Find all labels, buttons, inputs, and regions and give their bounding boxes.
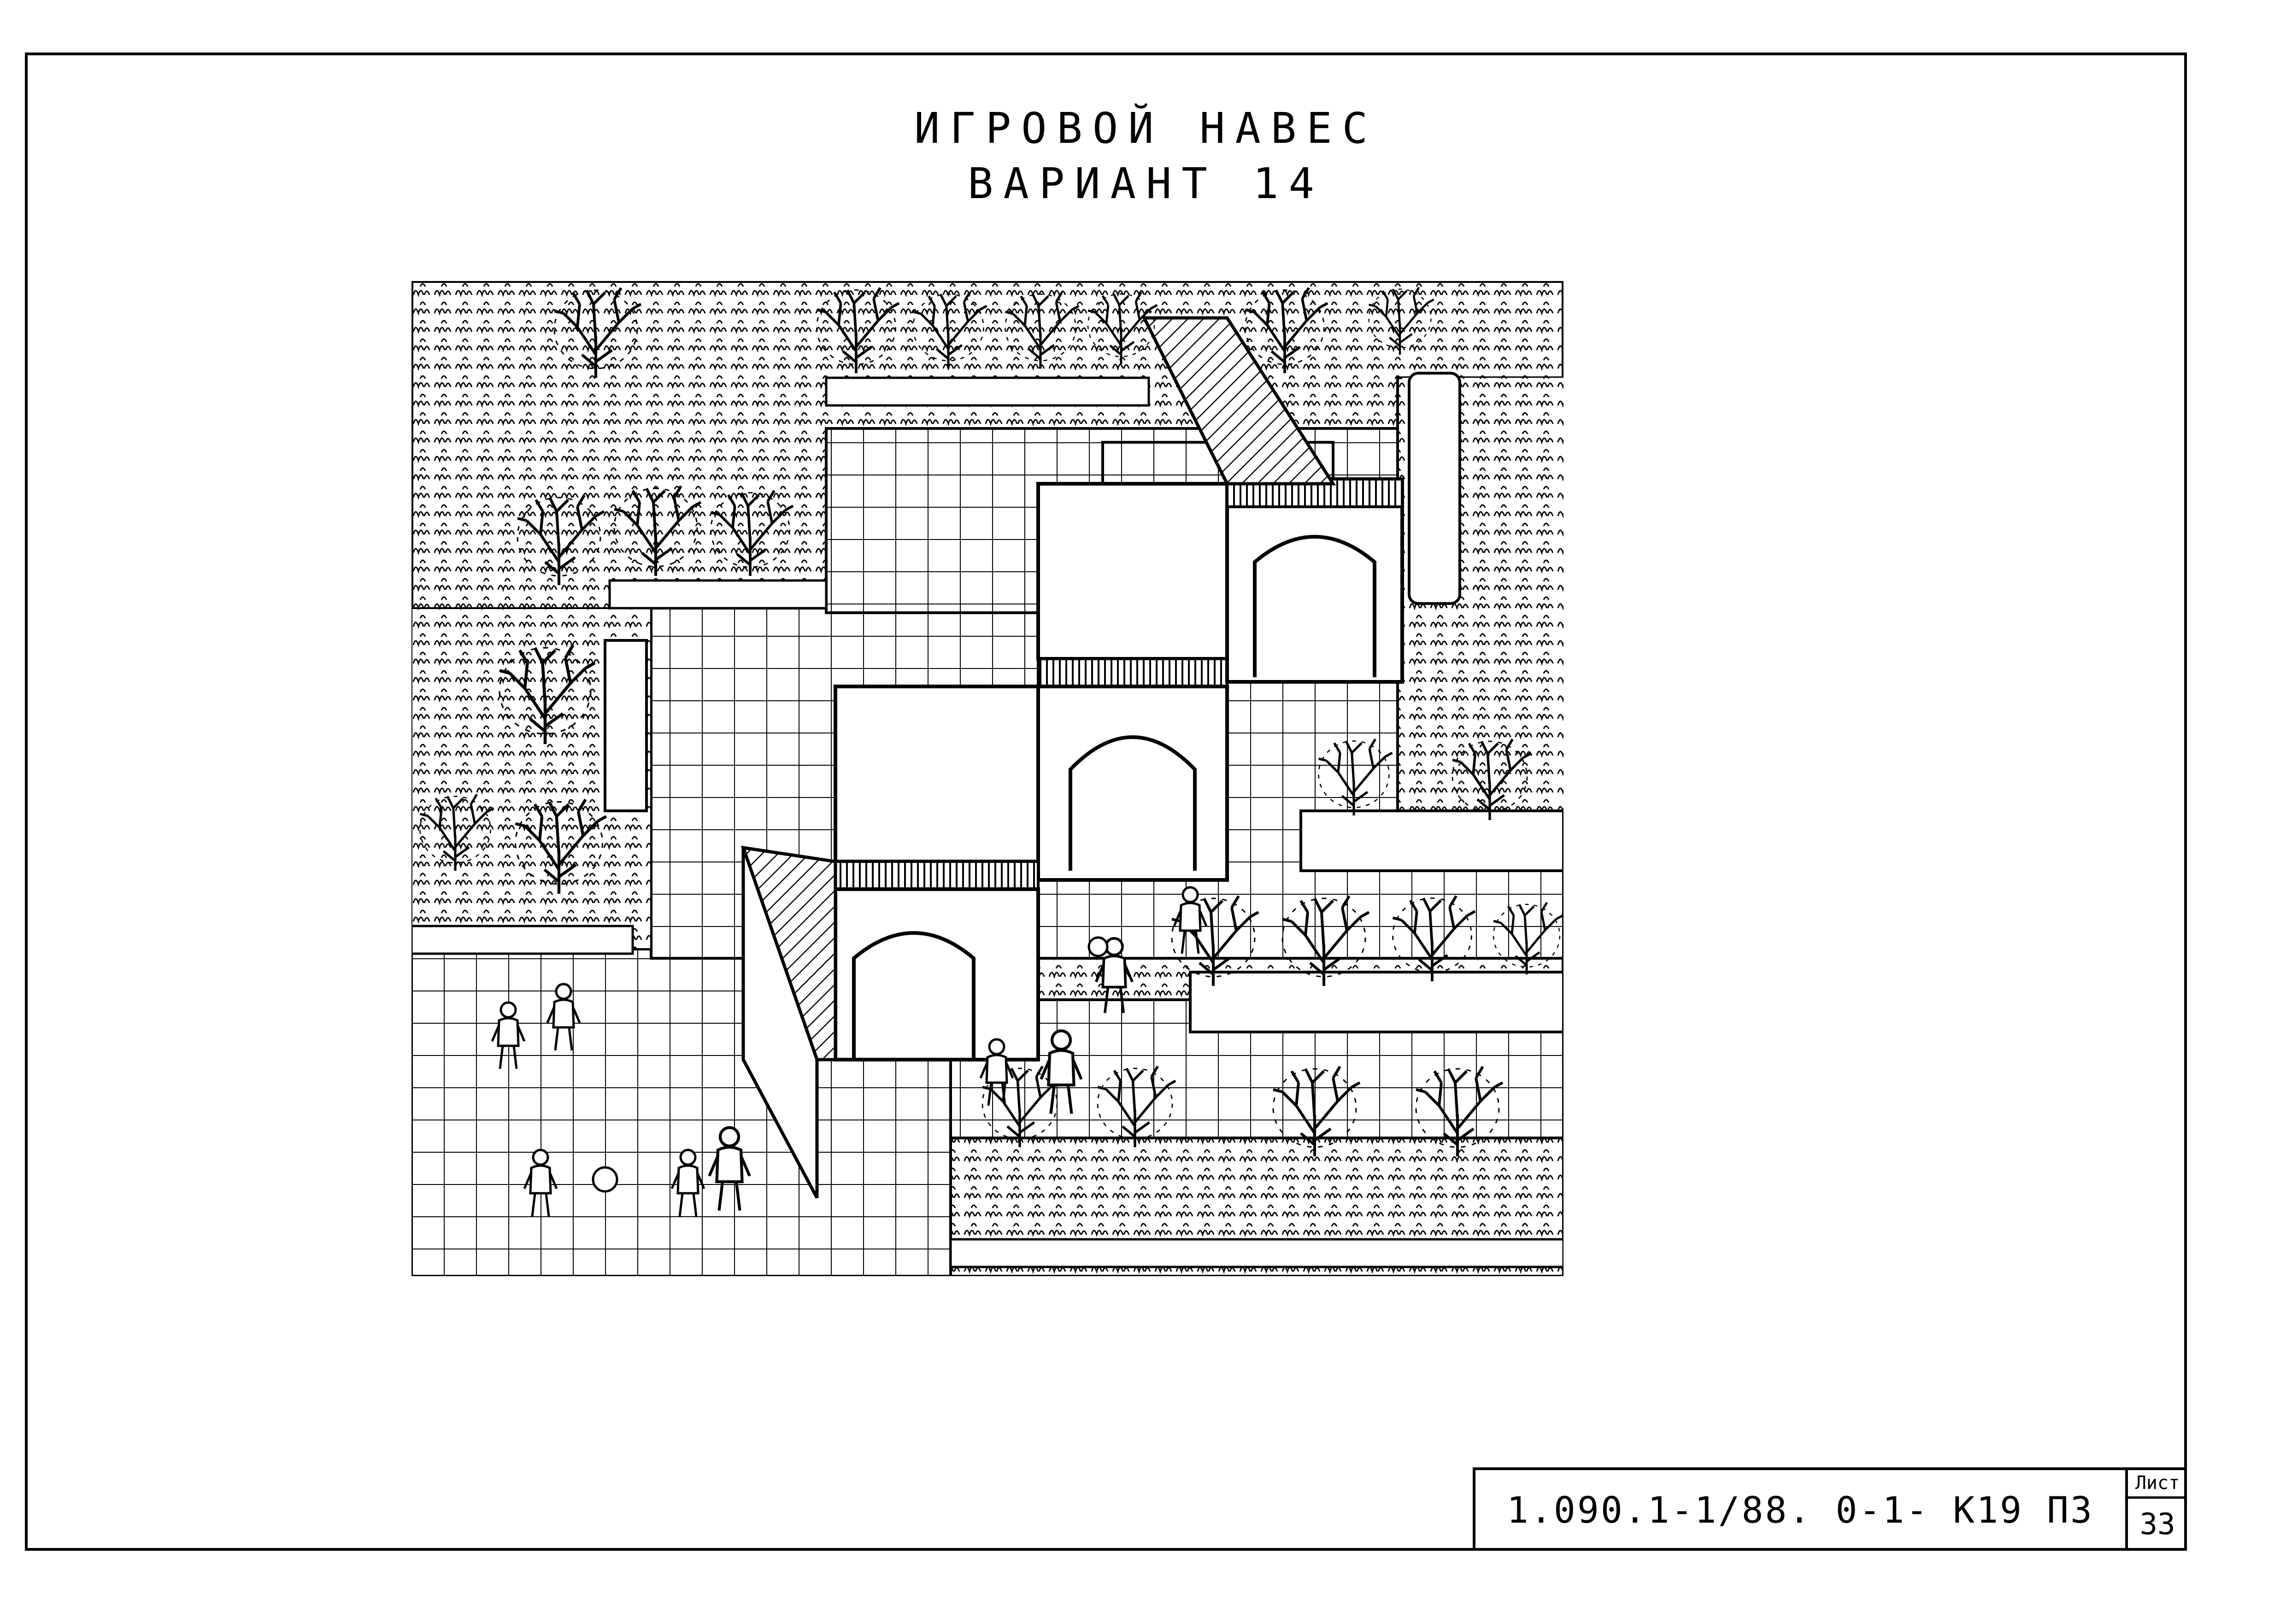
sheet-number: 33 xyxy=(2139,1507,2175,1542)
document-code: 1.090.1-1/88. 0-1- К19 ПЗ xyxy=(1507,1489,2094,1531)
playground-canopy-drawing xyxy=(411,281,1563,1276)
sheet-number-box: Лист 33 xyxy=(2125,1470,2187,1551)
sheet-frame xyxy=(25,53,2187,1551)
title-block: 1.090.1-1/88. 0-1- К19 ПЗ Лист 33 xyxy=(1473,1467,2187,1551)
drawing-title: ИГРОВОЙ НАВЕС xyxy=(914,104,1378,153)
sheet-label: Лист xyxy=(2128,1470,2187,1499)
drawing-subtitle: ВАРИАНТ 14 xyxy=(968,159,1324,208)
